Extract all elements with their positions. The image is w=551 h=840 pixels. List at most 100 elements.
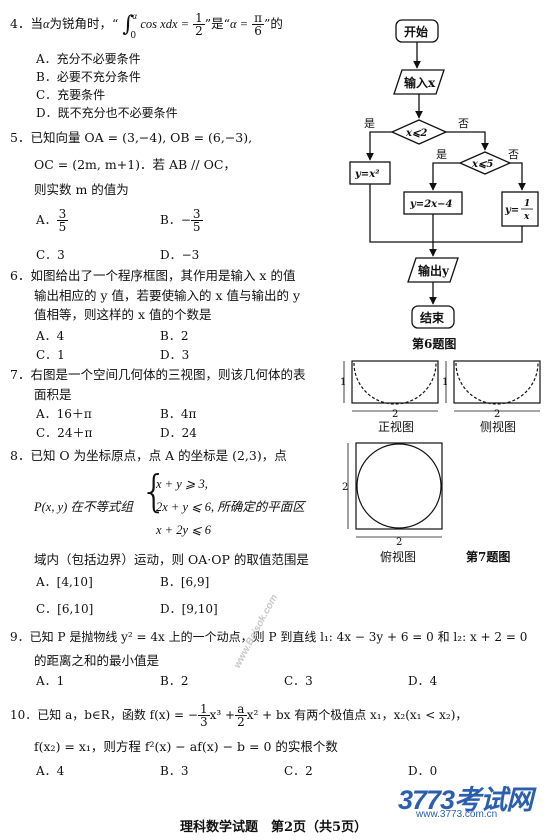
side-dim-width: 2 (494, 409, 500, 420)
q5-line1: 5．已知向量 OA = (3,−4), OB = (6,−3), (10, 130, 253, 145)
flow-y3-den: x (523, 212, 530, 222)
q8-ineq3: x + 2y ⩽ 6 (156, 523, 212, 537)
q5-b-num: 3 (190, 207, 203, 221)
fig7-caption: 第7题图 (466, 549, 510, 564)
q9-option-c[interactable]: C．3 (284, 674, 313, 688)
q8-brace: { (140, 466, 168, 517)
side-dim-height: 1 (442, 377, 448, 388)
q10-f2-num: a (235, 703, 247, 716)
q6-option-a[interactable]: A．4 (36, 329, 65, 343)
q5-line2: OC = (2m, m+1)．若 AB // OC， (34, 157, 236, 172)
integral-lower: 0 (130, 31, 137, 41)
q5-line3: 则实数 m 的值为 (34, 182, 129, 197)
q6-option-d[interactable]: D．3 (160, 348, 190, 362)
flow-output-label: 输出y (418, 263, 450, 278)
page-footer: 理科数学试题 第2页（共5页） (180, 820, 368, 835)
q9-option-d[interactable]: D．4 (408, 674, 438, 688)
q6-option-c[interactable]: C．1 (36, 348, 65, 362)
q4-alpha: α (42, 17, 50, 31)
flow-input-label: 输入x (404, 75, 436, 90)
flow-end-box (411, 305, 455, 329)
q10-option-c[interactable]: C．2 (284, 764, 313, 778)
q5-option-a-label: A． (36, 213, 57, 227)
flow-yes-label-1: 是 (364, 117, 375, 130)
q10-f1-num: 1 (197, 702, 210, 716)
q10-text-a: 10．已知 a，b∈R，函数 f(x) = − (10, 708, 198, 722)
flow-no-label-1: 否 (458, 117, 469, 130)
q5-option-d[interactable]: D．−3 (160, 248, 200, 262)
q4-option-a[interactable]: A．充分不必要条件 (36, 52, 141, 66)
q8-ineq2: 2x + y ⩽ 6, 所确定的平面区 (156, 500, 305, 514)
q10-option-a[interactable]: A．4 (36, 764, 65, 778)
q4-pi-den: 6 (254, 24, 262, 38)
q8-option-c[interactable]: C．[6,10] (36, 602, 94, 616)
integral-sign: ∫ α 0 (122, 11, 137, 41)
front-dim-width: 2 (392, 409, 398, 420)
q5-option-c[interactable]: C．3 (36, 248, 65, 262)
top-view-caption: 俯视图 (380, 549, 416, 564)
flow-yes-label-2: 是 (436, 148, 447, 161)
side-view-rect (453, 360, 541, 404)
q8-option-a[interactable]: A．[4,10] (36, 575, 93, 589)
q4-text-d: ”的 (263, 16, 283, 31)
flow-no-label-2: 否 (508, 148, 519, 161)
q9-option-a[interactable]: A．1 (36, 674, 65, 688)
q7-line2: 面积是 (34, 387, 72, 402)
flow-input-box (393, 69, 445, 95)
q5-a-den: 5 (58, 220, 67, 234)
flow-cond2-diamond (458, 151, 512, 175)
q10-text-c: x² + bx 有两个极值点 x₁，x₂(x₁ < x₂)， (246, 708, 468, 722)
q4-option-b[interactable]: B．必要不充分条件 (36, 70, 141, 84)
q6-option-b[interactable]: B．2 (160, 329, 189, 343)
flow-y1-label: y=x² (354, 169, 380, 180)
q9-option-b[interactable]: B．2 (160, 674, 189, 688)
flow-y3-box (501, 191, 539, 227)
top-view-circle (356, 443, 442, 529)
top-dim-width: 2 (396, 537, 402, 548)
flow-caption: 第6题图 (412, 336, 456, 351)
q7-option-c[interactable]: C．24＋π (36, 426, 93, 440)
q7-line1: 7．右图是一个空间几何体的三视图，则该几何体的表 (10, 367, 306, 382)
q8-ineq1: x + y ⩾ 3, (156, 477, 208, 491)
flow-y2-label: y=2x−4 (409, 199, 452, 210)
q10-option-b[interactable]: B．3 (160, 764, 189, 778)
logo-url: www.3773.com.cn (416, 809, 498, 820)
q7-option-a[interactable]: A．16＋π (36, 407, 92, 421)
q8-line1: 8．已知 O 为坐标原点，点 A 的坐标是 (2,3)，点 (10, 448, 287, 463)
flow-y3-num: 1 (524, 199, 530, 209)
q4-option-c[interactable]: C．充要条件 (36, 88, 106, 102)
q7-option-b[interactable]: B．4π (160, 407, 197, 421)
q6-line1: 6．如图给出了一个程序框图，其作用是输入 x 的值 (10, 268, 296, 283)
q4-integrand: cos xdx = (140, 17, 190, 31)
logo-3773: 3773考试网 (398, 785, 533, 815)
flow-output-box (407, 257, 459, 283)
integral-glyph: ∫ (122, 12, 134, 37)
flow-start-label: 开始 (404, 24, 428, 39)
q10-f1-den: 3 (199, 715, 208, 729)
front-dim-height: 1 (340, 377, 346, 388)
q8-option-b[interactable]: B．[6,9] (160, 575, 210, 589)
q10-line2: f(x₂) = x₁，则方程 f²(x) − af(x) − b = 0 的实根… (34, 739, 338, 754)
q10-option-d[interactable]: D．0 (408, 764, 438, 778)
top-dim-height: 2 (342, 482, 348, 493)
flow-end-label: 结束 (420, 310, 445, 325)
q7-option-d[interactable]: D．24 (160, 426, 197, 440)
side-view-arc (455, 362, 539, 405)
q4-option-d[interactable]: D．既不充分也不必要条件 (36, 106, 178, 120)
q8-option-d[interactable]: D．[9,10] (160, 602, 218, 616)
front-view-arc (353, 362, 437, 405)
top-view-rect (355, 442, 443, 530)
q6-line2: 输出相应的 y 值，若要使输入的 x 值与输出的 y (34, 288, 301, 303)
integral-upper: α (132, 11, 138, 21)
q4-text-c: ”是“ (204, 16, 230, 31)
q4-alpha-eq: α = (229, 17, 249, 31)
